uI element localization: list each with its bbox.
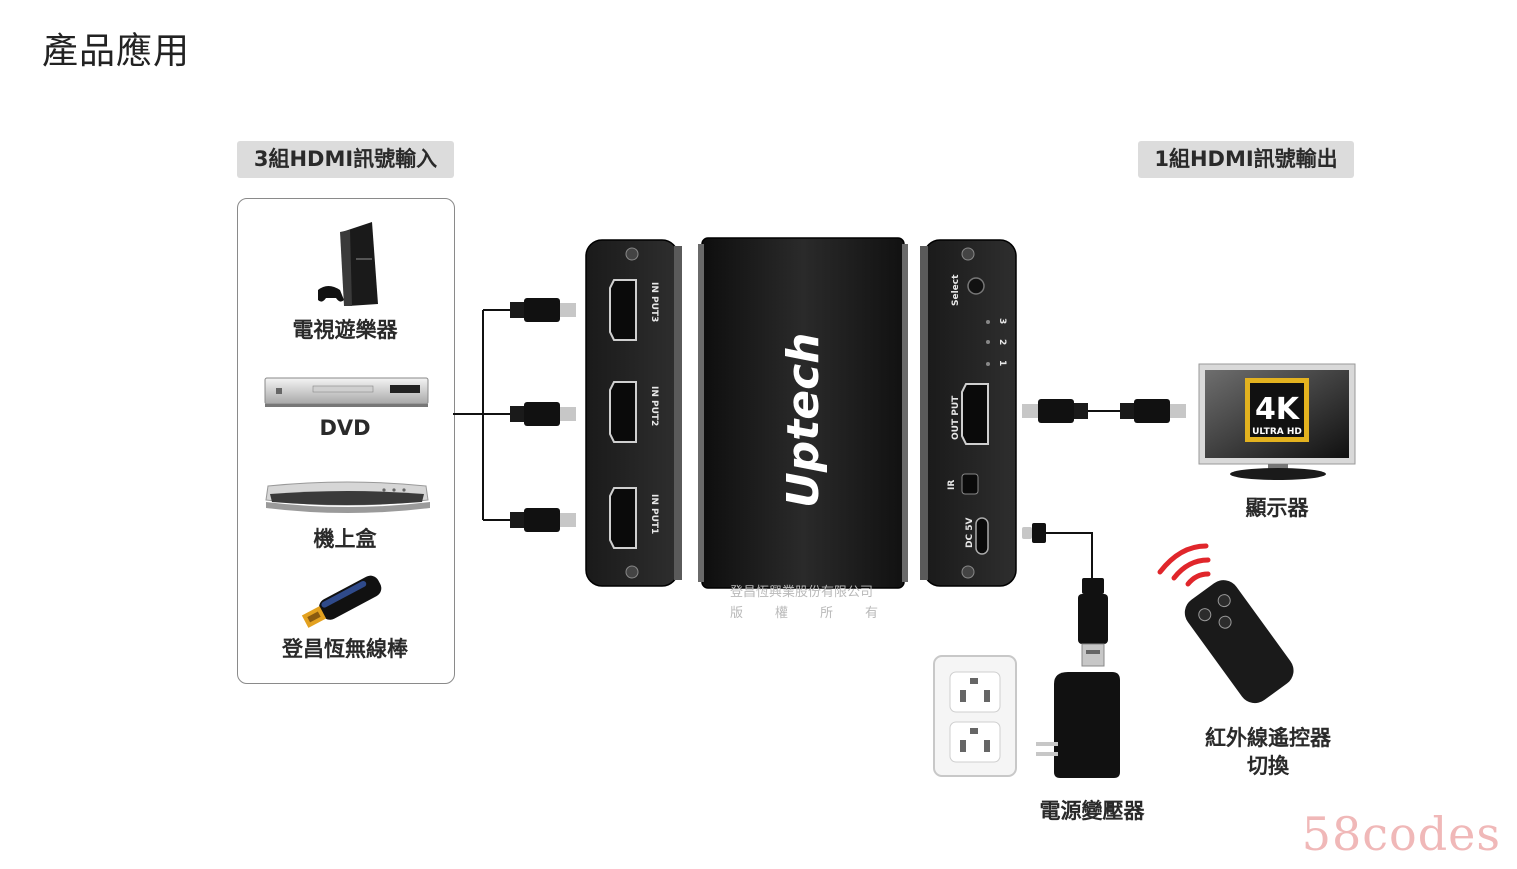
watermark: 58codes: [1301, 807, 1501, 861]
badge-ultra-hd: ULTRA HD: [1252, 427, 1302, 437]
select-button[interactable]: [967, 277, 985, 295]
dvd-player-icon: [264, 377, 429, 407]
source-label-dvd: DVD: [319, 416, 371, 440]
hdmi-port-input3: [609, 279, 637, 341]
source-label-set-top-box: 機上盒: [313, 527, 377, 551]
brand-logo: Uptech: [778, 332, 829, 508]
ir-signal-icon: [1157, 543, 1211, 587]
copyright-char-4: 有: [865, 606, 879, 621]
input-tag: 3組HDMI訊號輸入: [237, 141, 454, 178]
ir-sensor: [961, 473, 979, 495]
source-label-game-console: 電視遊樂器: [292, 318, 398, 342]
switch-output-panel: Select 3 2 1 OUT PUT IR DC 5V: [920, 239, 1017, 587]
usb-c-plug: [1022, 523, 1046, 543]
remote-label-line2: 切換: [1247, 754, 1289, 778]
output-tag: 1組HDMI訊號輸出: [1138, 141, 1354, 178]
dc-label: DC 5V: [965, 518, 975, 548]
input-connectors: [510, 298, 576, 532]
copyright-company: 登昌恆興業股份有限公司: [730, 585, 874, 600]
remote-label-line1: 紅外線遙控器: [1205, 726, 1331, 750]
set-top-box-icon: [265, 481, 430, 513]
wireless-dongle-icon: [301, 575, 382, 628]
hdmi-port-input2: [609, 381, 637, 443]
hdmi-port-input1: [609, 487, 637, 549]
copyright-rights: 版權所有: [730, 602, 878, 621]
copyright-char-1: 版: [730, 606, 744, 621]
input-cables: [453, 309, 510, 521]
input2-label: IN PUT2: [649, 386, 659, 426]
input3-label: IN PUT3: [649, 282, 659, 322]
usb-c-port: [975, 517, 989, 555]
input1-label: IN PUT1: [649, 494, 659, 534]
tv-display-icon: 4K ULTRA HD: [1198, 363, 1356, 480]
source-label-wireless-dongle: 登昌恆無線棒: [282, 637, 408, 661]
page-title: 產品應用: [42, 31, 191, 72]
select-label: Select: [951, 274, 961, 306]
badge-4k: 4K: [1255, 392, 1301, 427]
wall-outlet-icon: [933, 655, 1017, 777]
led-label-2: 2: [997, 339, 1007, 345]
output-label: OUT PUT: [951, 395, 961, 440]
output-cable: [1022, 399, 1186, 423]
led-label-1: 1: [997, 360, 1007, 366]
remote-control-icon: [1184, 580, 1294, 704]
led-label-3: 3: [997, 318, 1007, 324]
power-adapter-label: 電源變壓器: [1039, 799, 1145, 823]
ir-label: IR: [947, 480, 957, 490]
copyright-char-2: 權: [775, 606, 789, 621]
usb-a-plug: [1078, 578, 1108, 667]
switch-body: Uptech: [698, 237, 908, 589]
input-leds: [986, 320, 990, 366]
power-cable: [1044, 532, 1093, 580]
hdmi-port-output: [961, 383, 989, 445]
power-adapter-icon: [1036, 672, 1120, 778]
game-console-icon: [318, 222, 378, 306]
switch-input-panel: IN PUT3 IN PUT2 IN PUT1: [585, 239, 682, 587]
display-label: 顯示器: [1245, 496, 1309, 520]
copyright-char-3: 所: [820, 606, 834, 621]
